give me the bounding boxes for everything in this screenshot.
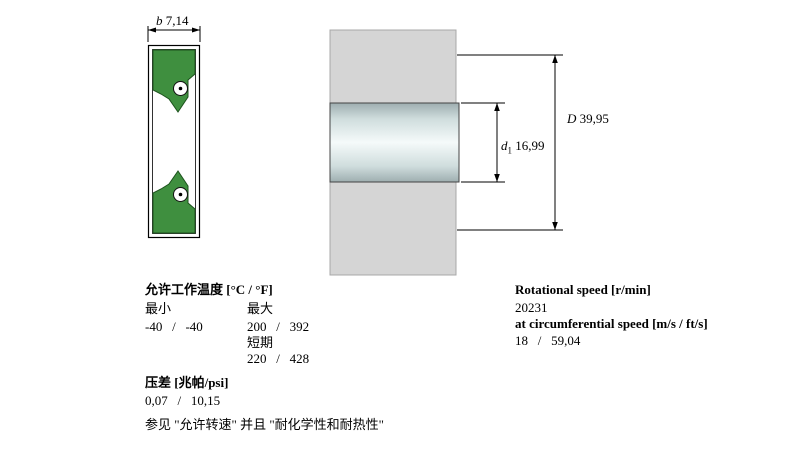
dim-d1-symbol: d <box>501 138 508 153</box>
temperature-header: 允许工作温度 [°C / °F] <box>145 282 273 297</box>
temperature-min-value: -40 / -40 <box>145 319 203 334</box>
dim-d1-subscript: 1 <box>507 145 513 156</box>
dim-D-label: D 39,95 <box>567 111 609 127</box>
seal-rubber-lip-bottom <box>152 170 196 234</box>
arrow-left-icon <box>148 27 156 33</box>
circumferential-speed-header: at circumferential speed [m/s / ft/s] <box>515 316 708 331</box>
dim-b-label: b 7,14 <box>156 13 189 29</box>
seal-rubber-lip-top <box>152 49 196 113</box>
dim-D-value: 39,95 <box>579 111 609 126</box>
dim-b-symbol: b <box>156 13 163 28</box>
mounting-drawing <box>329 29 563 276</box>
garter-spring-bottom-center <box>178 192 183 197</box>
temperature-max-value: 200 / 392 <box>247 319 310 334</box>
dim-b-value: 7,14 <box>165 13 189 28</box>
arrow-down-icon <box>494 174 500 182</box>
temperature-short-term-label: 短期 <box>247 335 274 350</box>
arrow-right-icon <box>192 27 200 33</box>
shaft <box>329 102 460 183</box>
pressure-header: 压差 [兆帕/psi] <box>145 375 229 390</box>
rotational-speed-value: 20231 <box>515 300 548 315</box>
dim-d1-value: 16,99 <box>515 138 545 153</box>
dim-D-symbol: D <box>567 111 577 126</box>
arrow-up-icon <box>552 55 558 63</box>
dim-d1-lines <box>461 102 505 183</box>
dim-b-lines <box>147 26 201 42</box>
arrow-down-icon <box>552 222 558 230</box>
seal-cross-section <box>147 26 201 239</box>
temperature-min-label: 最小 <box>145 301 172 316</box>
circumferential-speed-value: 18 / 59,04 <box>515 333 581 348</box>
garter-spring-top-center <box>178 86 183 91</box>
temperature-max-label: 最大 <box>247 301 274 316</box>
rotational-speed-header: Rotational speed [r/min] <box>515 282 651 297</box>
temperature-short-term-value: 220 / 428 <box>247 351 310 366</box>
pressure-value: 0,07 / 10,15 <box>145 393 221 408</box>
see-also-note: 参见 "允许转速" 并且 "耐化学性和耐热性" <box>145 417 384 432</box>
arrow-up-icon <box>494 103 500 111</box>
dim-d1-label: d1 16,99 <box>501 138 545 156</box>
dim-D-lines <box>457 54 563 231</box>
